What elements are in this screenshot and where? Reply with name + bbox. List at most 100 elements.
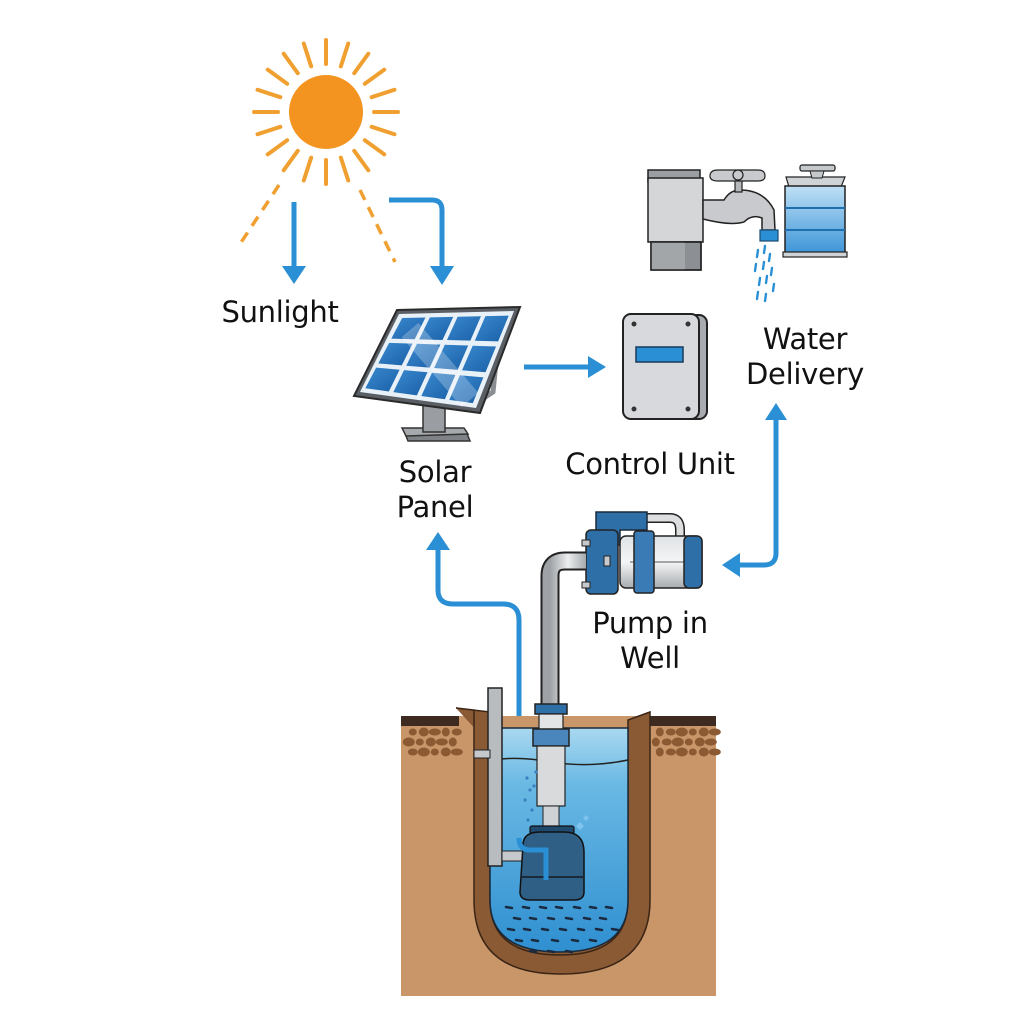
sun-ray — [352, 148, 371, 173]
pebble — [665, 748, 676, 756]
bubble — [528, 788, 532, 792]
pump-icon — [540, 511, 703, 705]
sediment-dash — [582, 916, 592, 921]
bubble — [532, 784, 536, 788]
water-drop — [764, 274, 769, 285]
pebble — [675, 727, 688, 737]
bubble — [523, 798, 527, 802]
pebble — [428, 728, 441, 736]
sediment-dash — [550, 938, 560, 943]
faucet-tank-icon — [647, 164, 848, 303]
sediment-dash — [530, 938, 540, 943]
sun-icon — [236, 38, 400, 263]
sun-ray — [362, 138, 387, 157]
control-box-icon — [622, 313, 708, 420]
sun-ray — [338, 41, 351, 69]
pebble — [407, 748, 418, 756]
arrowhead-solar-panel — [430, 266, 454, 285]
arrowhead-solar-up — [426, 532, 450, 550]
sediment-dash — [546, 916, 556, 921]
sun-ray — [265, 138, 290, 157]
solar-cell — [365, 367, 400, 392]
sun-disc — [289, 75, 363, 149]
pebble — [450, 748, 463, 756]
sun-ray — [265, 67, 290, 86]
label-water-delivery: Water Delivery — [735, 322, 875, 392]
bubble — [526, 818, 530, 822]
sediment-dash — [558, 927, 568, 932]
faucet-spout-tip — [759, 229, 779, 242]
pebble — [665, 728, 676, 736]
sun-ray — [338, 155, 351, 183]
sediment-dash — [572, 905, 582, 910]
sun-ray — [369, 87, 397, 100]
pebble — [651, 737, 660, 747]
label-line: Pump in — [592, 606, 708, 640]
water-drop — [771, 282, 776, 293]
arrowhead-control — [588, 356, 606, 378]
sediment-dash — [588, 905, 598, 910]
sediment-dash — [576, 927, 586, 932]
pebble — [708, 728, 721, 736]
water-drop — [753, 262, 758, 273]
pebble — [684, 738, 693, 746]
water-drop — [767, 252, 772, 263]
bubbles — [523, 770, 538, 822]
label-line: Solar — [398, 455, 472, 489]
pebble — [402, 737, 415, 747]
sediment-dash — [546, 949, 556, 954]
soil-pebbles — [402, 727, 721, 757]
sediment-dash — [598, 916, 608, 921]
solar-cell — [391, 317, 426, 340]
pebble — [418, 727, 429, 737]
label-line: Control Unit — [565, 447, 735, 481]
pebble — [430, 748, 439, 756]
sediment-dash — [514, 938, 524, 943]
pebble — [448, 737, 457, 747]
water-drop — [762, 244, 767, 255]
pebble — [435, 738, 448, 746]
solar-cell — [449, 375, 484, 404]
submersible-pump — [519, 831, 585, 901]
water-drops — [753, 244, 776, 303]
sunbeam-dashed-left — [236, 184, 281, 248]
sediment-dash — [604, 905, 614, 910]
arrow-well-to-solar-panel — [435, 548, 522, 830]
pebble — [417, 747, 430, 757]
solar-cell — [406, 343, 441, 368]
sun-ray — [352, 51, 371, 76]
solar-cell — [446, 316, 481, 341]
water-drop — [755, 290, 760, 301]
solar-cell — [462, 345, 497, 373]
pebble — [655, 727, 664, 737]
sediment-dash — [528, 916, 538, 921]
label-control-unit: Control Unit — [545, 447, 755, 482]
sunbeam-dashed-right — [358, 189, 397, 263]
sun-ray — [281, 51, 300, 76]
sediment-dash — [594, 927, 604, 932]
pebble — [671, 737, 684, 747]
sediment-dash — [528, 949, 538, 954]
sediment-dash — [504, 905, 514, 910]
solar-panel-cells — [365, 315, 509, 404]
pebble — [655, 747, 664, 757]
label-solar-panel: Solar Panel — [360, 455, 510, 525]
arrow-delivery-to-pump — [738, 418, 779, 568]
arrowhead-pump — [722, 553, 740, 577]
sediment-dashes — [504, 905, 620, 954]
well-cross-section — [401, 687, 721, 996]
pebble — [694, 737, 705, 747]
pebble — [688, 728, 697, 736]
sediment-dash — [540, 927, 550, 932]
label-line: Well — [620, 641, 680, 675]
sun-ray — [255, 87, 283, 100]
water-drop — [763, 292, 768, 303]
sediment-dash — [522, 927, 532, 932]
sediment-dash — [610, 927, 620, 932]
sediment-dash — [564, 949, 574, 954]
sediment-dash — [570, 938, 580, 943]
pebble — [704, 738, 717, 746]
sediment-dash — [521, 905, 531, 910]
label-sunlight: Sunlight — [205, 295, 355, 330]
